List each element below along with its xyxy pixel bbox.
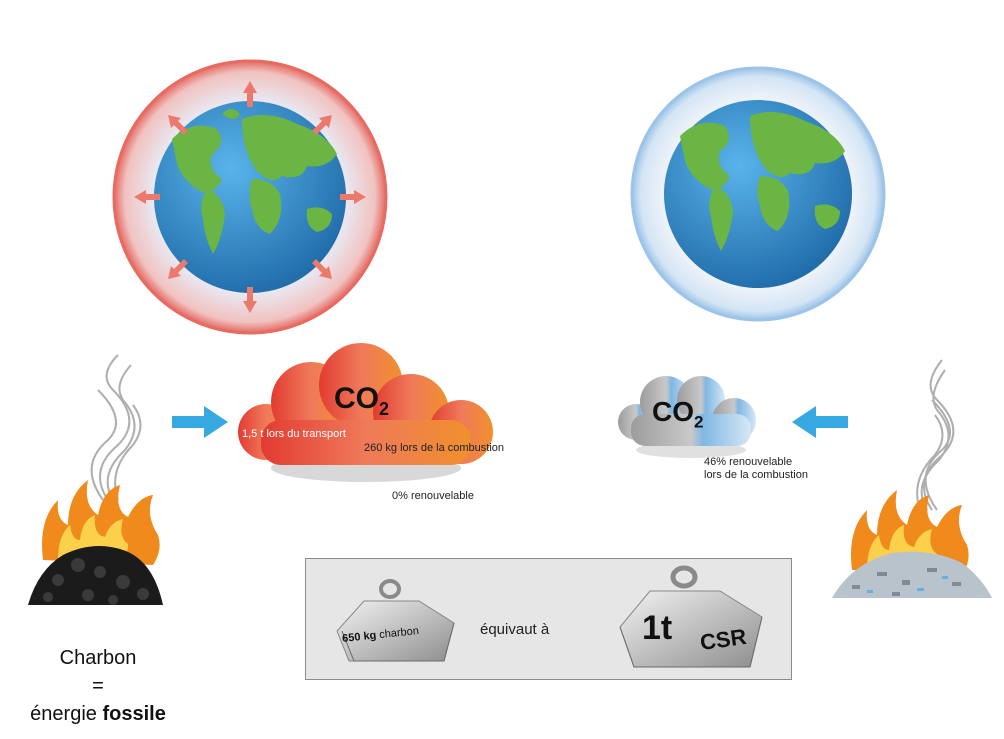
renewable-share-line1: 46% renouvelable: [704, 456, 793, 468]
caption-prefix: énergie: [30, 703, 103, 725]
co2-label-coal: CO2: [334, 382, 390, 419]
coal-fire-illustration: [28, 350, 168, 620]
combustion-emission-note: 260 kg lors de la combustion: [364, 442, 505, 454]
equivalence-text: équivaut à: [480, 621, 550, 638]
waste-pile-icon: [832, 551, 992, 598]
co2-cloud-icon: [238, 343, 493, 482]
coal-weight: 650 kg charbon: [334, 579, 464, 667]
coal-pile-icon: [28, 546, 163, 605]
right-globe-clean: [630, 66, 886, 322]
renewable-share-csr: 46% renouvelable lors de la combustion: [704, 456, 808, 482]
earth-warming-icon: [112, 59, 388, 335]
transport-emission-note: 1,5 t lors du transport: [242, 428, 346, 440]
caption-bold-word: fossile: [102, 703, 166, 725]
arrow-left-icon: [792, 406, 848, 438]
weight-icon-large: [619, 565, 763, 668]
csr-fire-icon: [832, 359, 992, 598]
left-globe-warming: [112, 59, 388, 335]
caption-line-equals: =: [92, 675, 104, 697]
co2-label-csr: CO2: [652, 396, 704, 432]
equivalence-box: 650 kg charbon équivaut à 1t CSR: [305, 558, 792, 680]
weight-icon: [336, 579, 455, 662]
arrow-to-right-cloud: [792, 406, 848, 438]
renewable-share-coal: 0% renouvelable: [392, 490, 474, 502]
caption-line-charbon: Charbon: [59, 647, 137, 669]
heat-arrows: [134, 81, 366, 313]
caption-line-fossil: énergie fossile: [10, 700, 186, 728]
earth-icon: [630, 66, 886, 322]
csr-weight: 1t CSR: [612, 565, 772, 673]
co2-cloud-coal: CO2 1,5 t lors du transport 260 kg lors …: [236, 340, 506, 510]
csr-weight-amount: 1t: [642, 609, 673, 647]
co2-cloud-small-icon: [618, 376, 756, 458]
co2-cloud-csr: CO2 46% renouvelable lors de la combusti…: [616, 372, 816, 492]
arrow-to-left-cloud: [172, 406, 228, 438]
arrow-right-icon: [172, 406, 228, 438]
csr-fire-illustration: [832, 350, 992, 610]
coal-fire-icon: [28, 354, 163, 605]
renewable-share-line2: lors de la combustion: [704, 469, 808, 481]
coal-caption: Charbon = énergie fossile: [10, 644, 186, 728]
